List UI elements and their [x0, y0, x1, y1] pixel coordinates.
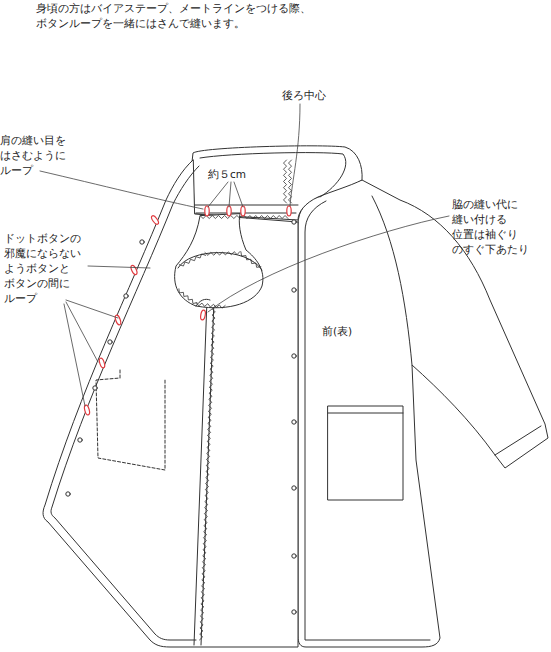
dot-button — [292, 354, 296, 358]
dot-button — [292, 288, 296, 292]
dot-button — [292, 610, 296, 614]
annotation-label: のすぐ下あたり — [452, 243, 529, 256]
zigzag-seams — [179, 160, 292, 640]
hood-edge — [200, 153, 346, 197]
annotation-label: 前(表) — [322, 325, 352, 338]
dot-button — [140, 240, 144, 244]
pocket-inside — [96, 370, 165, 470]
lining-opening — [178, 253, 262, 271]
annotation-label: 約５cm — [208, 168, 246, 181]
annotation-label: 後ろ中心 — [282, 89, 326, 102]
button-loop — [200, 310, 206, 321]
button-loop — [150, 215, 159, 226]
dot-button — [93, 386, 97, 390]
annotation-label: ループ — [4, 292, 37, 305]
right-front-panel — [298, 180, 548, 647]
button-loop — [287, 206, 291, 216]
annotation-label: 身頃の方はバイアステープ、メートラインをつける際、 — [36, 2, 311, 15]
zigzag-stitch — [241, 252, 261, 268]
neck-band — [195, 205, 298, 213]
annotation-label: ボタンの間に — [4, 277, 70, 290]
sleeve-lining — [175, 214, 263, 308]
zigzag-stitch — [179, 289, 197, 304]
annotation-label: 縫い付ける — [452, 213, 507, 226]
zigzag-stitch — [179, 254, 205, 266]
button-loop — [114, 315, 122, 326]
annotation-label: ようボタンと — [4, 262, 70, 275]
dot-button — [292, 554, 296, 558]
button-loop — [130, 265, 138, 276]
zigzag-stitch — [244, 216, 288, 219]
button-loop — [241, 206, 245, 216]
annotation-label: 肩の縫い目を — [0, 134, 66, 147]
annotation-label: 脇の縫い代に — [452, 198, 518, 211]
dot-button — [292, 420, 296, 424]
zigzag-stitch — [200, 306, 216, 640]
button-loop — [205, 206, 209, 216]
hood-outer — [192, 146, 362, 220]
front-binding — [305, 201, 430, 640]
dot-button — [78, 438, 82, 442]
annotation-label: 邪魔にならない — [4, 247, 81, 260]
dot-button — [292, 486, 296, 490]
annotation-label: ドットボタンの — [4, 232, 81, 245]
zigzag-stitch — [284, 160, 287, 203]
annotation-label: ボタンループを一緒にはさんで縫います。 — [36, 17, 245, 30]
button-loop — [227, 206, 231, 216]
dot-button — [292, 220, 296, 224]
dot-button — [124, 294, 128, 298]
leader-lines — [40, 104, 449, 406]
annotation-label: ループ — [0, 164, 33, 177]
sleeve-seam — [372, 196, 412, 365]
button-loop — [84, 405, 91, 416]
pocket-hem — [328, 413, 403, 414]
zigzag-stitch — [196, 303, 225, 309]
zigzag-stitch — [205, 252, 240, 256]
button-loops — [84, 206, 292, 415]
left-front-panel — [43, 160, 298, 647]
button-loop — [98, 358, 105, 369]
dot-button — [66, 492, 70, 496]
pocket — [328, 406, 403, 500]
annotation-label: はさむように — [0, 149, 66, 162]
dot-button — [108, 340, 112, 344]
annotation-label: 位置は袖ぐり — [452, 228, 518, 241]
cuff-line — [495, 426, 541, 455]
